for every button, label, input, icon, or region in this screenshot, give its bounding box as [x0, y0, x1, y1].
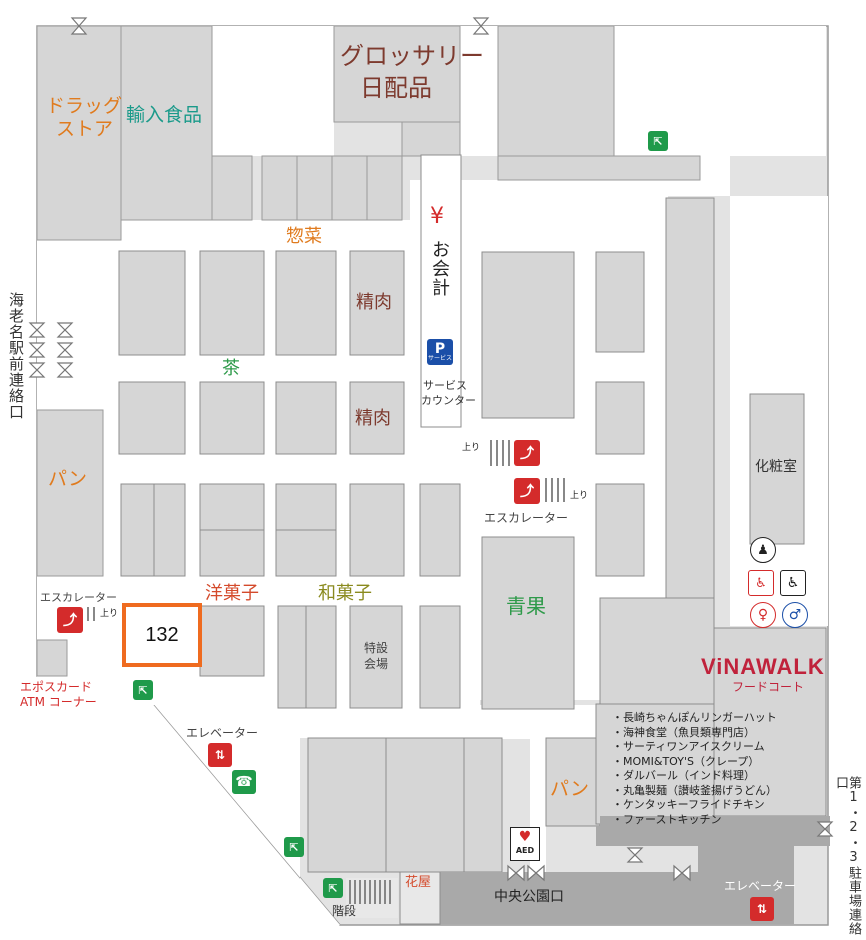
- epos-atm-label: エポスカード: [20, 680, 93, 694]
- florist-label: 花屋: [405, 875, 432, 890]
- women-restroom-icon: ♀: [750, 602, 776, 628]
- aed-text: AED: [515, 846, 535, 855]
- western-sweets-label: 洋菓子: [205, 583, 259, 604]
- list-item: ・MOMI&TOY'S（クレープ）: [612, 754, 760, 768]
- list-item: ・ダルバール（インド料理）: [612, 769, 755, 782]
- bread-left-label: パン: [48, 468, 87, 490]
- emergency-exit-icon-4: ⇱: [323, 878, 343, 898]
- service-p-text: サービス: [427, 355, 452, 362]
- meat-label-1: 精肉: [356, 292, 392, 313]
- escalator-label-left: エスカレーター: [40, 591, 117, 604]
- aisle-blocks: [118, 197, 805, 710]
- stairs-lines: [349, 880, 391, 904]
- food-court-brand: ViNAWALK: [701, 654, 825, 679]
- ebina-station-exit-label: 海老名駅前連絡口: [7, 292, 25, 420]
- unit-132-callout: 132: [122, 603, 202, 667]
- list-item: ・ファーストキッチン: [612, 812, 722, 826]
- aed-icon: ♥ AED: [510, 827, 540, 861]
- food-court-tenant-list: ・長崎ちゃんぽんリンガーハット ・海神食堂（魚貝類専門店） ・サーティワンアイス…: [612, 711, 777, 827]
- powder-room-label: 化粧室: [755, 459, 797, 475]
- phone-icon: ☎: [232, 770, 256, 794]
- yen-symbol: ¥: [430, 204, 444, 229]
- emergency-exit-icon: ⇱: [648, 131, 668, 151]
- elevator-icon-right: ⇅: [750, 897, 774, 921]
- men-restroom-icon: ♂: [782, 602, 808, 628]
- food-court-subtitle: フードコート: [732, 680, 805, 694]
- bread-right-label: パン: [550, 778, 589, 800]
- central-park-exit-label: 中央公園口: [494, 889, 564, 905]
- special-venue-label: 特設: [364, 641, 389, 655]
- japanese-sweets-label: 和菓子: [318, 583, 372, 604]
- emergency-exit-icon-2: ⇱: [133, 680, 153, 700]
- escalator-icon: ⤴: [514, 440, 540, 466]
- service-counter-label-2: カウンター: [421, 394, 476, 407]
- imported-food-label: 輸入食品: [126, 104, 203, 126]
- list-item: ・サーティワンアイスクリーム: [612, 740, 765, 753]
- elevator-label-left: エレベーター: [186, 726, 259, 740]
- service-p-letter: P: [434, 341, 446, 357]
- drugstore-label: ドラッグ: [46, 95, 123, 117]
- epos-atm-label-2: ATM コーナー: [20, 695, 97, 709]
- escalator-label-center: エスカレーター: [484, 511, 569, 525]
- escalator-steps: [87, 440, 565, 621]
- grocery-label: グロッサリー: [340, 42, 484, 70]
- escalator-icon-2: ⤴: [514, 478, 540, 504]
- unit-number: 132: [145, 623, 179, 646]
- escalator-icon-left: ⤴: [57, 607, 83, 633]
- florist-block: [399, 871, 441, 925]
- meat-label-2: 精肉: [355, 408, 391, 429]
- restroom-general-icon: ♟: [750, 537, 776, 563]
- lower-blocks: [307, 627, 827, 873]
- emergency-exit-icon-3: ⇱: [284, 837, 304, 857]
- heart-icon: ♥: [518, 829, 532, 845]
- checkout-column: [420, 154, 462, 428]
- produce-label: 青果: [506, 594, 546, 618]
- list-item: ・海神食堂（魚貝類専門店）: [612, 725, 755, 739]
- elevator-label-right: エレベーター: [724, 879, 797, 893]
- tea-label: 茶: [222, 358, 240, 379]
- service-counter-label: サービス: [423, 379, 467, 392]
- door-symbols: [28, 17, 834, 882]
- escalator-up-label-left: 上り: [100, 609, 119, 619]
- drugstore-label-2: ストア: [56, 118, 114, 140]
- escalator-up-label-top: 上り: [462, 443, 481, 453]
- checkout-label: お会計: [429, 240, 450, 297]
- list-item: ・丸亀製麺（讃岐釜揚げうどん）: [612, 783, 777, 797]
- baby-room-icon: ♿: [748, 570, 774, 596]
- stairs-label: 階段: [332, 904, 357, 918]
- elevator-icon: ⇅: [208, 743, 232, 767]
- list-item: ・ケンタッキーフライドチキン: [612, 798, 765, 811]
- bottom-corridor: [440, 816, 830, 924]
- special-venue-label-2: 会場: [364, 657, 389, 671]
- escalator-up-label-bottom: 上り: [570, 491, 589, 501]
- list-item: ・長崎ちゃんぽんリンガーハット: [612, 711, 777, 724]
- grocery-label-2: 日配品: [360, 74, 432, 102]
- left-blocks: [36, 409, 104, 677]
- service-p-icon: P サービス: [427, 339, 453, 365]
- sozai-label: 惣菜: [286, 226, 322, 247]
- top-blocks: [36, 25, 701, 241]
- parking-exit-label: 第1・2・3駐車場連絡口: [833, 776, 861, 936]
- wheelchair-icon: ♿: [780, 570, 806, 596]
